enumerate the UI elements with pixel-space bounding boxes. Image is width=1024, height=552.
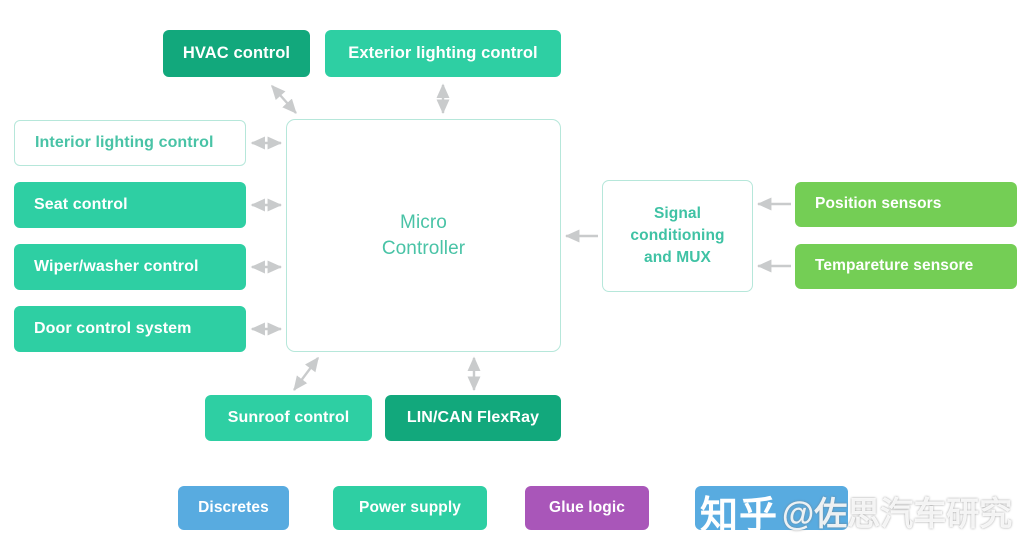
- connector-sunroof: [293, 356, 319, 391]
- node-position-sensors[interactable]: Position sensors: [795, 182, 1017, 227]
- node-interior-lighting-control[interactable]: Interior lighting control: [14, 120, 246, 166]
- node-lin-can-flexray-label: LIN/CAN FlexRay: [406, 408, 540, 426]
- node-temperature-sensor[interactable]: Tempareture sensore: [795, 244, 1017, 289]
- node-micro-controller-label-line2: Controller: [381, 237, 466, 259]
- node-power-supply[interactable]: Power supply: [333, 486, 487, 530]
- node-signal-conditioning-label-line1: Signal: [653, 205, 702, 222]
- node-glue-logic-label: Glue logic: [549, 498, 625, 516]
- node-exterior-lighting-control[interactable]: Exterior lighting control: [325, 30, 561, 77]
- node-door-control-system[interactable]: Door control system: [14, 306, 246, 352]
- node-position-sensors-label: Position sensors: [815, 195, 942, 213]
- node-hvac-control[interactable]: HVAC control: [163, 30, 310, 77]
- node-discretes[interactable]: Discretes: [178, 486, 289, 530]
- node-lin-can-flexray[interactable]: LIN/CAN FlexRay: [385, 395, 561, 441]
- node-signal-conditioning-label-line3: and MUX: [643, 249, 711, 266]
- node-discretes-label: Discretes: [198, 498, 269, 516]
- node-sunroof-control[interactable]: Sunroof control: [205, 395, 372, 441]
- node-seat-control[interactable]: Seat control: [14, 182, 246, 228]
- node-obscured-by-watermark[interactable]: [695, 486, 848, 530]
- node-wiper-washer-control[interactable]: Wiper/washer control: [14, 244, 246, 290]
- node-glue-logic[interactable]: Glue logic: [525, 486, 649, 530]
- node-door-control-system-label: Door control system: [34, 319, 192, 337]
- node-micro-controller-label-line1: Micro: [400, 211, 447, 233]
- node-micro-controller[interactable]: Micro Controller: [286, 119, 561, 352]
- connector-hvac: [271, 84, 297, 114]
- node-interior-lighting-control-label: Interior lighting control: [35, 133, 214, 151]
- node-hvac-control-label: HVAC control: [182, 43, 291, 62]
- node-sunroof-control-label: Sunroof control: [227, 408, 350, 426]
- node-signal-conditioning-label-line2: conditioning: [630, 227, 725, 244]
- node-wiper-washer-control-label: Wiper/washer control: [34, 257, 199, 275]
- node-temperature-sensor-label: Tempareture sensore: [815, 257, 974, 275]
- node-power-supply-label: Power supply: [359, 498, 461, 516]
- node-signal-conditioning-and-mux[interactable]: Signal conditioning and MUX: [602, 180, 753, 292]
- node-exterior-lighting-control-label: Exterior lighting control: [348, 43, 538, 62]
- node-seat-control-label: Seat control: [34, 195, 128, 213]
